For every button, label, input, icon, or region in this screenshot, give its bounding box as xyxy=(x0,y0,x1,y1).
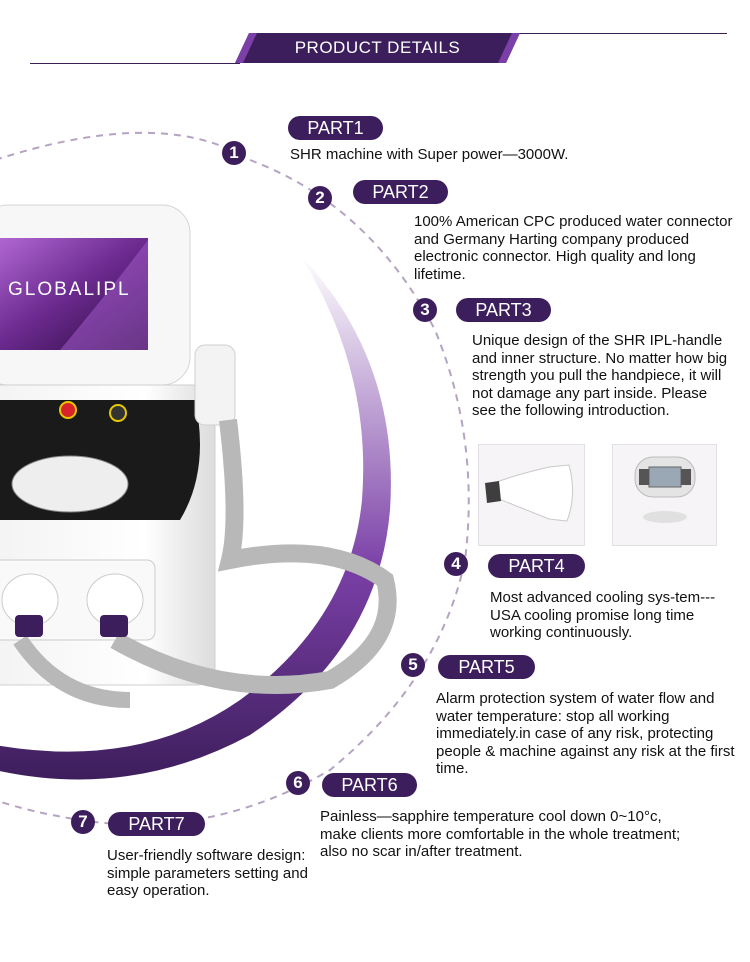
ipl-handle-icon xyxy=(485,464,573,522)
yellow-key xyxy=(109,404,127,422)
part4-label: PART4 xyxy=(488,554,585,578)
part3-description: Unique design of the SHR IPL-handle and … xyxy=(472,332,728,419)
part2-description: 100% American CPC produced water connect… xyxy=(414,213,733,283)
dashed-orbit-2 xyxy=(0,159,470,826)
part1-description: SHR machine with Super power—3000W. xyxy=(290,146,569,163)
part7-label: PART7 xyxy=(108,812,205,836)
part7-number: 7 xyxy=(71,810,95,834)
part5-label: PART5 xyxy=(438,655,535,679)
page-title: PRODUCT DETAILS xyxy=(294,38,461,57)
part4-number: 4 xyxy=(444,552,468,576)
connector-1 xyxy=(15,615,43,637)
handle-front-image xyxy=(612,444,717,546)
part4-description: Most advanced cooling sys-tem---USA cool… xyxy=(490,589,716,641)
display-window xyxy=(11,455,129,513)
part1-number: 1 xyxy=(222,141,246,165)
part2-label: PART2 xyxy=(353,180,448,204)
part7-description: User-friendly software design: simple pa… xyxy=(107,847,308,899)
part3-label: PART3 xyxy=(456,298,551,322)
part2-number: 2 xyxy=(308,186,332,210)
part3-number: 3 xyxy=(413,298,437,322)
hose-2 xyxy=(13,635,131,708)
red-button xyxy=(59,401,77,419)
handle-side-image xyxy=(478,444,585,546)
part6-description: Painless—sapphire temperature cool down … xyxy=(320,808,681,860)
part6-number: 6 xyxy=(286,771,310,795)
header-line-right xyxy=(515,33,727,34)
handpiece-face-icon xyxy=(634,456,696,523)
part1-label: PART1 xyxy=(288,116,383,140)
dashed-orbit xyxy=(0,131,236,160)
part6-label: PART6 xyxy=(322,773,417,797)
part5-description: Alarm protection system of water flow an… xyxy=(436,690,735,777)
header-line-left xyxy=(30,63,240,64)
header-banner xyxy=(235,33,520,63)
part5-number: 5 xyxy=(401,653,425,677)
hose-1 xyxy=(110,418,397,694)
screen-brand: GLOBALIPL xyxy=(8,279,131,300)
connector-2 xyxy=(100,615,128,637)
